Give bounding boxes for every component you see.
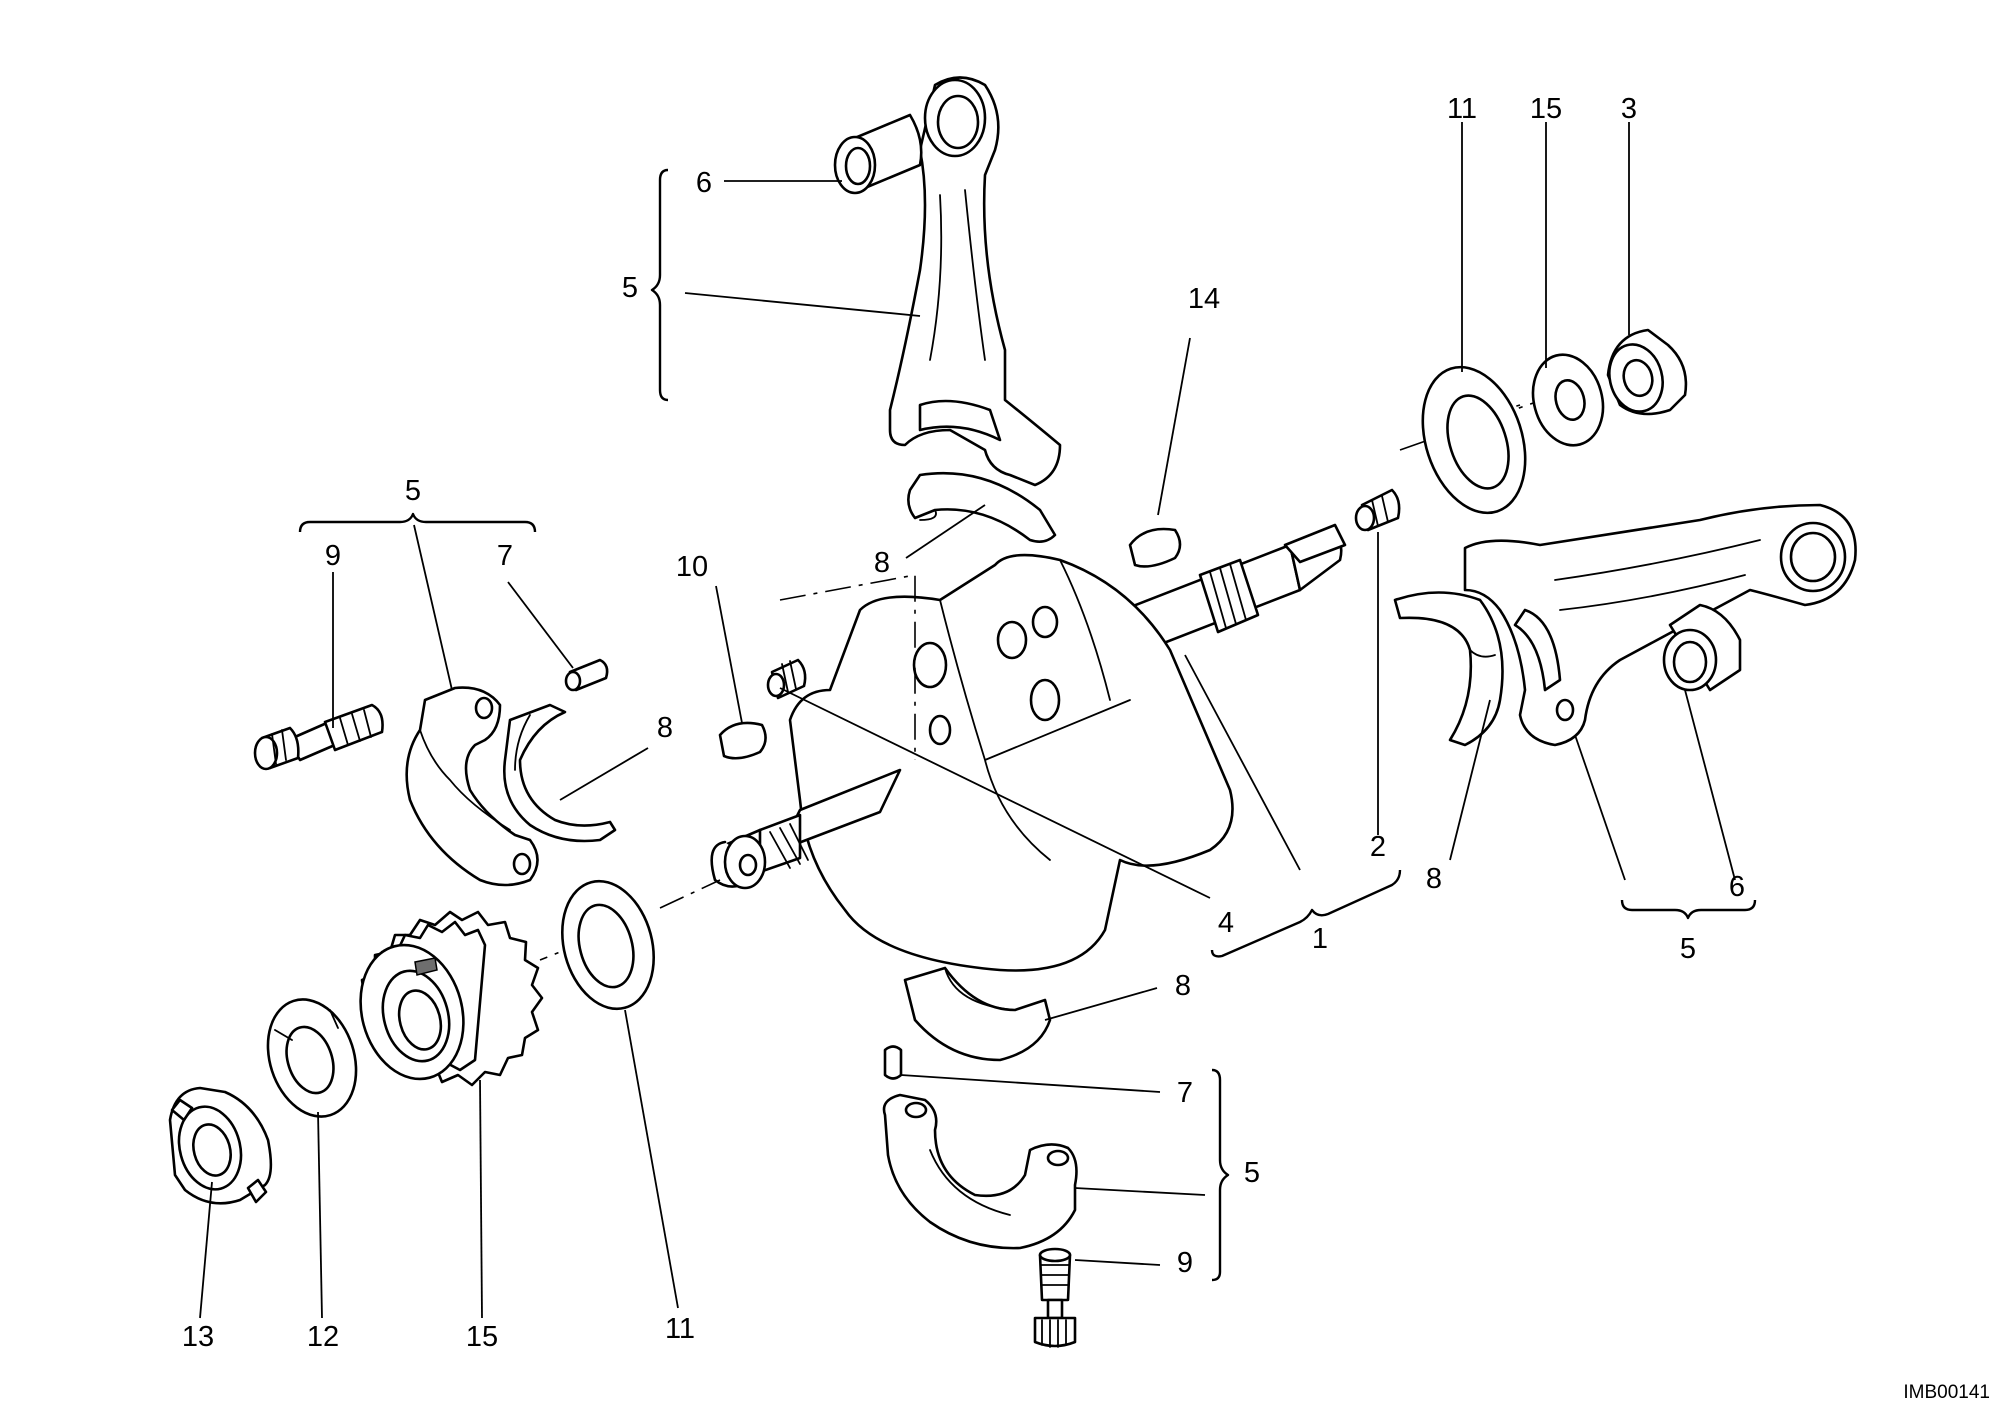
callout-11-top: 11 xyxy=(1447,93,1477,125)
bearing-cap-bottom xyxy=(882,1093,1078,1250)
brace-bottom xyxy=(1211,1068,1230,1282)
ring-nut-13 xyxy=(168,1086,273,1205)
leader-lines xyxy=(199,122,1736,1319)
callout-8-top: 8 xyxy=(874,547,890,579)
callout-5-top: 5 xyxy=(622,272,638,304)
callout-4: 4 xyxy=(1218,907,1234,939)
bolt-9-bottom xyxy=(1033,1247,1077,1348)
callout-3: 3 xyxy=(1621,93,1637,125)
callout-2: 2 xyxy=(1370,831,1386,863)
timing-gear-15 xyxy=(359,910,544,1087)
callout-6-top: 6 xyxy=(696,167,712,199)
callout-7-left: 7 xyxy=(497,540,513,572)
thrust-washer-right xyxy=(1421,365,1527,515)
diagram-reference-code: IMB00141 xyxy=(1903,1382,1990,1403)
crankshaft xyxy=(710,523,1347,972)
callout-8-left: 8 xyxy=(657,712,673,744)
woodruff-key-14 xyxy=(1128,527,1182,568)
connecting-rod-top xyxy=(888,76,1062,487)
brace-right xyxy=(1620,899,1757,920)
callout-7-bottom: 7 xyxy=(1177,1077,1193,1109)
callout-14: 14 xyxy=(1188,283,1220,315)
callout-11-bottom: 11 xyxy=(665,1313,695,1345)
woodruff-key-10 xyxy=(718,721,767,760)
grub-screw-4 xyxy=(766,658,807,700)
small-end-bushing-top xyxy=(833,113,923,195)
callout-1: 1 xyxy=(1312,923,1328,955)
thrust-washer-left xyxy=(560,879,656,1011)
bearing-shell-right xyxy=(1393,591,1504,747)
brace-crankshaft xyxy=(1210,869,1402,958)
callout-labels: 11 15 3 6 5 14 5 9 7 10 8 8 2 8 6 4 1 5 … xyxy=(182,93,1745,1353)
bolt-9-left xyxy=(253,703,384,771)
washer-15-right xyxy=(1531,353,1605,447)
group-braces xyxy=(298,168,1757,1282)
callout-5-left: 5 xyxy=(405,475,421,507)
dowel-pin-7-left xyxy=(564,658,609,692)
grub-screw-2 xyxy=(1354,488,1401,532)
dowel-pin-7-bottom xyxy=(883,1045,903,1080)
bearing-shell-left xyxy=(503,703,617,843)
callout-12: 12 xyxy=(307,1321,339,1353)
callout-5-right: 5 xyxy=(1680,933,1696,965)
brace-top xyxy=(650,168,669,402)
connecting-rod-right xyxy=(1463,503,1857,747)
callout-13: 13 xyxy=(182,1321,214,1353)
callout-9-left: 9 xyxy=(325,540,341,572)
callout-8-right: 8 xyxy=(1426,863,1442,895)
callout-9-bottom: 9 xyxy=(1177,1247,1193,1279)
brace-left xyxy=(298,512,537,533)
bearing-cap-left xyxy=(405,686,539,887)
lock-washer-12 xyxy=(266,998,358,1118)
callout-10: 10 xyxy=(676,551,708,583)
nut-3 xyxy=(1606,328,1688,416)
callout-15-bottom: 15 xyxy=(466,1321,498,1353)
callout-15-top: 15 xyxy=(1530,93,1562,125)
small-end-bushing-right xyxy=(1662,603,1742,692)
bearing-shell-bottom xyxy=(903,966,1052,1062)
callout-6-right: 6 xyxy=(1729,871,1745,903)
callout-8-bottom: 8 xyxy=(1175,970,1191,1002)
callout-5-bottom: 5 xyxy=(1244,1157,1260,1189)
